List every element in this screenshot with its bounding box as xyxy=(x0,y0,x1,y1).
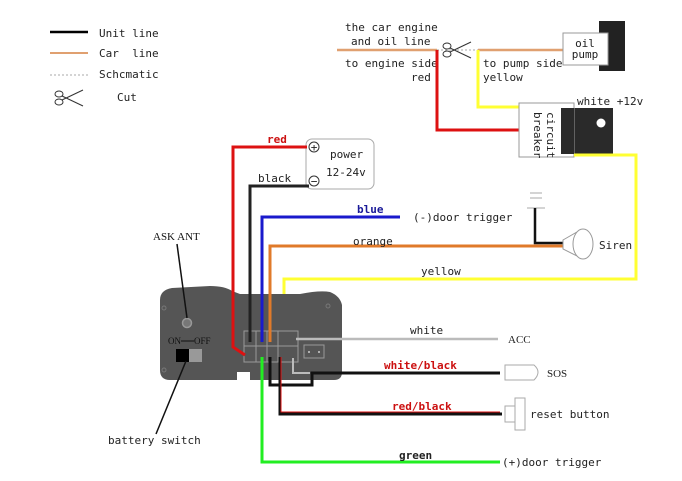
power-black-wire-label: black xyxy=(258,172,291,185)
siren: Siren xyxy=(527,192,632,260)
antenna-label: ASK ANT xyxy=(153,231,200,243)
cut-scissors-icon xyxy=(442,41,472,59)
power-red-wire-label: red xyxy=(267,133,287,146)
wire-red-engine-side xyxy=(435,50,520,132)
screw-icon xyxy=(325,303,331,309)
reset-button-label: reset button xyxy=(530,408,609,421)
circuit-breaker: circuit breaker white +12v xyxy=(518,95,644,159)
power-supply: + − power 12-24v xyxy=(305,138,375,190)
sos-button-icon[interactable] xyxy=(504,364,539,381)
sos-label: SOS xyxy=(547,368,567,380)
wire-siren-ground xyxy=(533,208,565,245)
power-box xyxy=(305,138,375,190)
breaker-label-1: circuit xyxy=(544,112,557,158)
pump-side-label: to pump side xyxy=(483,57,562,70)
wire-black-power xyxy=(248,184,309,342)
legend: Unit line Car line Schcmatic Cut xyxy=(50,27,159,107)
aux-pin xyxy=(318,351,320,353)
wire-red-black-label: red/black xyxy=(392,400,452,413)
wire-white-black-label: white/black xyxy=(384,359,457,372)
wire-red-black xyxy=(278,357,502,416)
wire-yellow-label: yellow xyxy=(421,265,461,278)
engine-side-label: to engine side xyxy=(345,57,438,70)
legend-cut-label: Cut xyxy=(117,91,137,104)
wire-orange xyxy=(268,244,563,342)
pump-side-wire-label: yellow xyxy=(483,71,523,84)
breaker-block-overlap xyxy=(561,108,574,154)
legend-car-line-label: Car line xyxy=(99,47,159,60)
siren-label: Siren xyxy=(599,239,632,252)
battery-switch-label: battery switch xyxy=(108,434,201,447)
wire-yellow-pump-side xyxy=(476,50,520,109)
wire-red-power xyxy=(231,145,307,357)
scissors-icon xyxy=(54,89,84,107)
aux-connector xyxy=(303,344,325,359)
antenna-callout-line xyxy=(176,243,188,319)
battery-switch-callout-line xyxy=(155,360,187,435)
antenna-port-icon xyxy=(181,317,193,329)
acc-label: ACC xyxy=(508,334,531,346)
wire-blue-label: blue xyxy=(357,203,384,216)
oil-line-title-1: the car engine xyxy=(345,21,438,34)
oil-line-section: the car engine and oil line to engine si… xyxy=(337,21,625,84)
door-trigger-neg-label: (-)door trigger xyxy=(413,211,513,224)
door-trigger-pos-label: (+)door trigger xyxy=(502,456,602,469)
screw-icon xyxy=(161,305,167,311)
legend-schematic-label: Schcmatic xyxy=(99,68,159,81)
minus-terminal-icon xyxy=(308,175,320,187)
wire-blue xyxy=(260,215,400,342)
siren-bell xyxy=(572,228,594,260)
breaker-label-2: breaker xyxy=(531,112,544,159)
wire-red-black-stripe xyxy=(280,357,500,413)
minus-symbol: − xyxy=(311,175,318,188)
oil-line-title-2: and oil line xyxy=(351,35,430,48)
battery-switch-on[interactable] xyxy=(176,349,189,362)
wire-white-label: white xyxy=(410,324,443,337)
wire-green-label: green xyxy=(399,449,432,462)
legend-unit-line-label: Unit line xyxy=(99,27,159,40)
aux-pin xyxy=(308,351,310,353)
screw-icon xyxy=(161,367,167,373)
wire-white-black xyxy=(268,357,500,387)
wire-green xyxy=(260,357,500,464)
switch-off-label: OFF xyxy=(194,336,211,346)
plus-symbol: + xyxy=(311,141,318,154)
plus-terminal-icon xyxy=(308,141,320,153)
switch-on-label: ON xyxy=(168,336,181,346)
breaker-supply-label: white +12v xyxy=(577,95,644,108)
oil-pump-label-1: oil xyxy=(575,37,595,50)
engine-side-wire-label: red xyxy=(411,71,431,84)
reset-button-icon[interactable] xyxy=(504,405,516,423)
wire-grey-sos-start xyxy=(292,358,310,374)
wire-orange-label: orange xyxy=(353,235,393,248)
battery-switch-off[interactable] xyxy=(189,349,202,362)
oil-pump-label-2: pump xyxy=(572,48,599,61)
power-label-2: 12-24v xyxy=(326,166,366,179)
oil-pump-label-box xyxy=(562,32,609,66)
breaker-hole xyxy=(596,118,606,128)
power-label-1: power xyxy=(330,148,363,161)
reset-button-base xyxy=(514,397,526,431)
